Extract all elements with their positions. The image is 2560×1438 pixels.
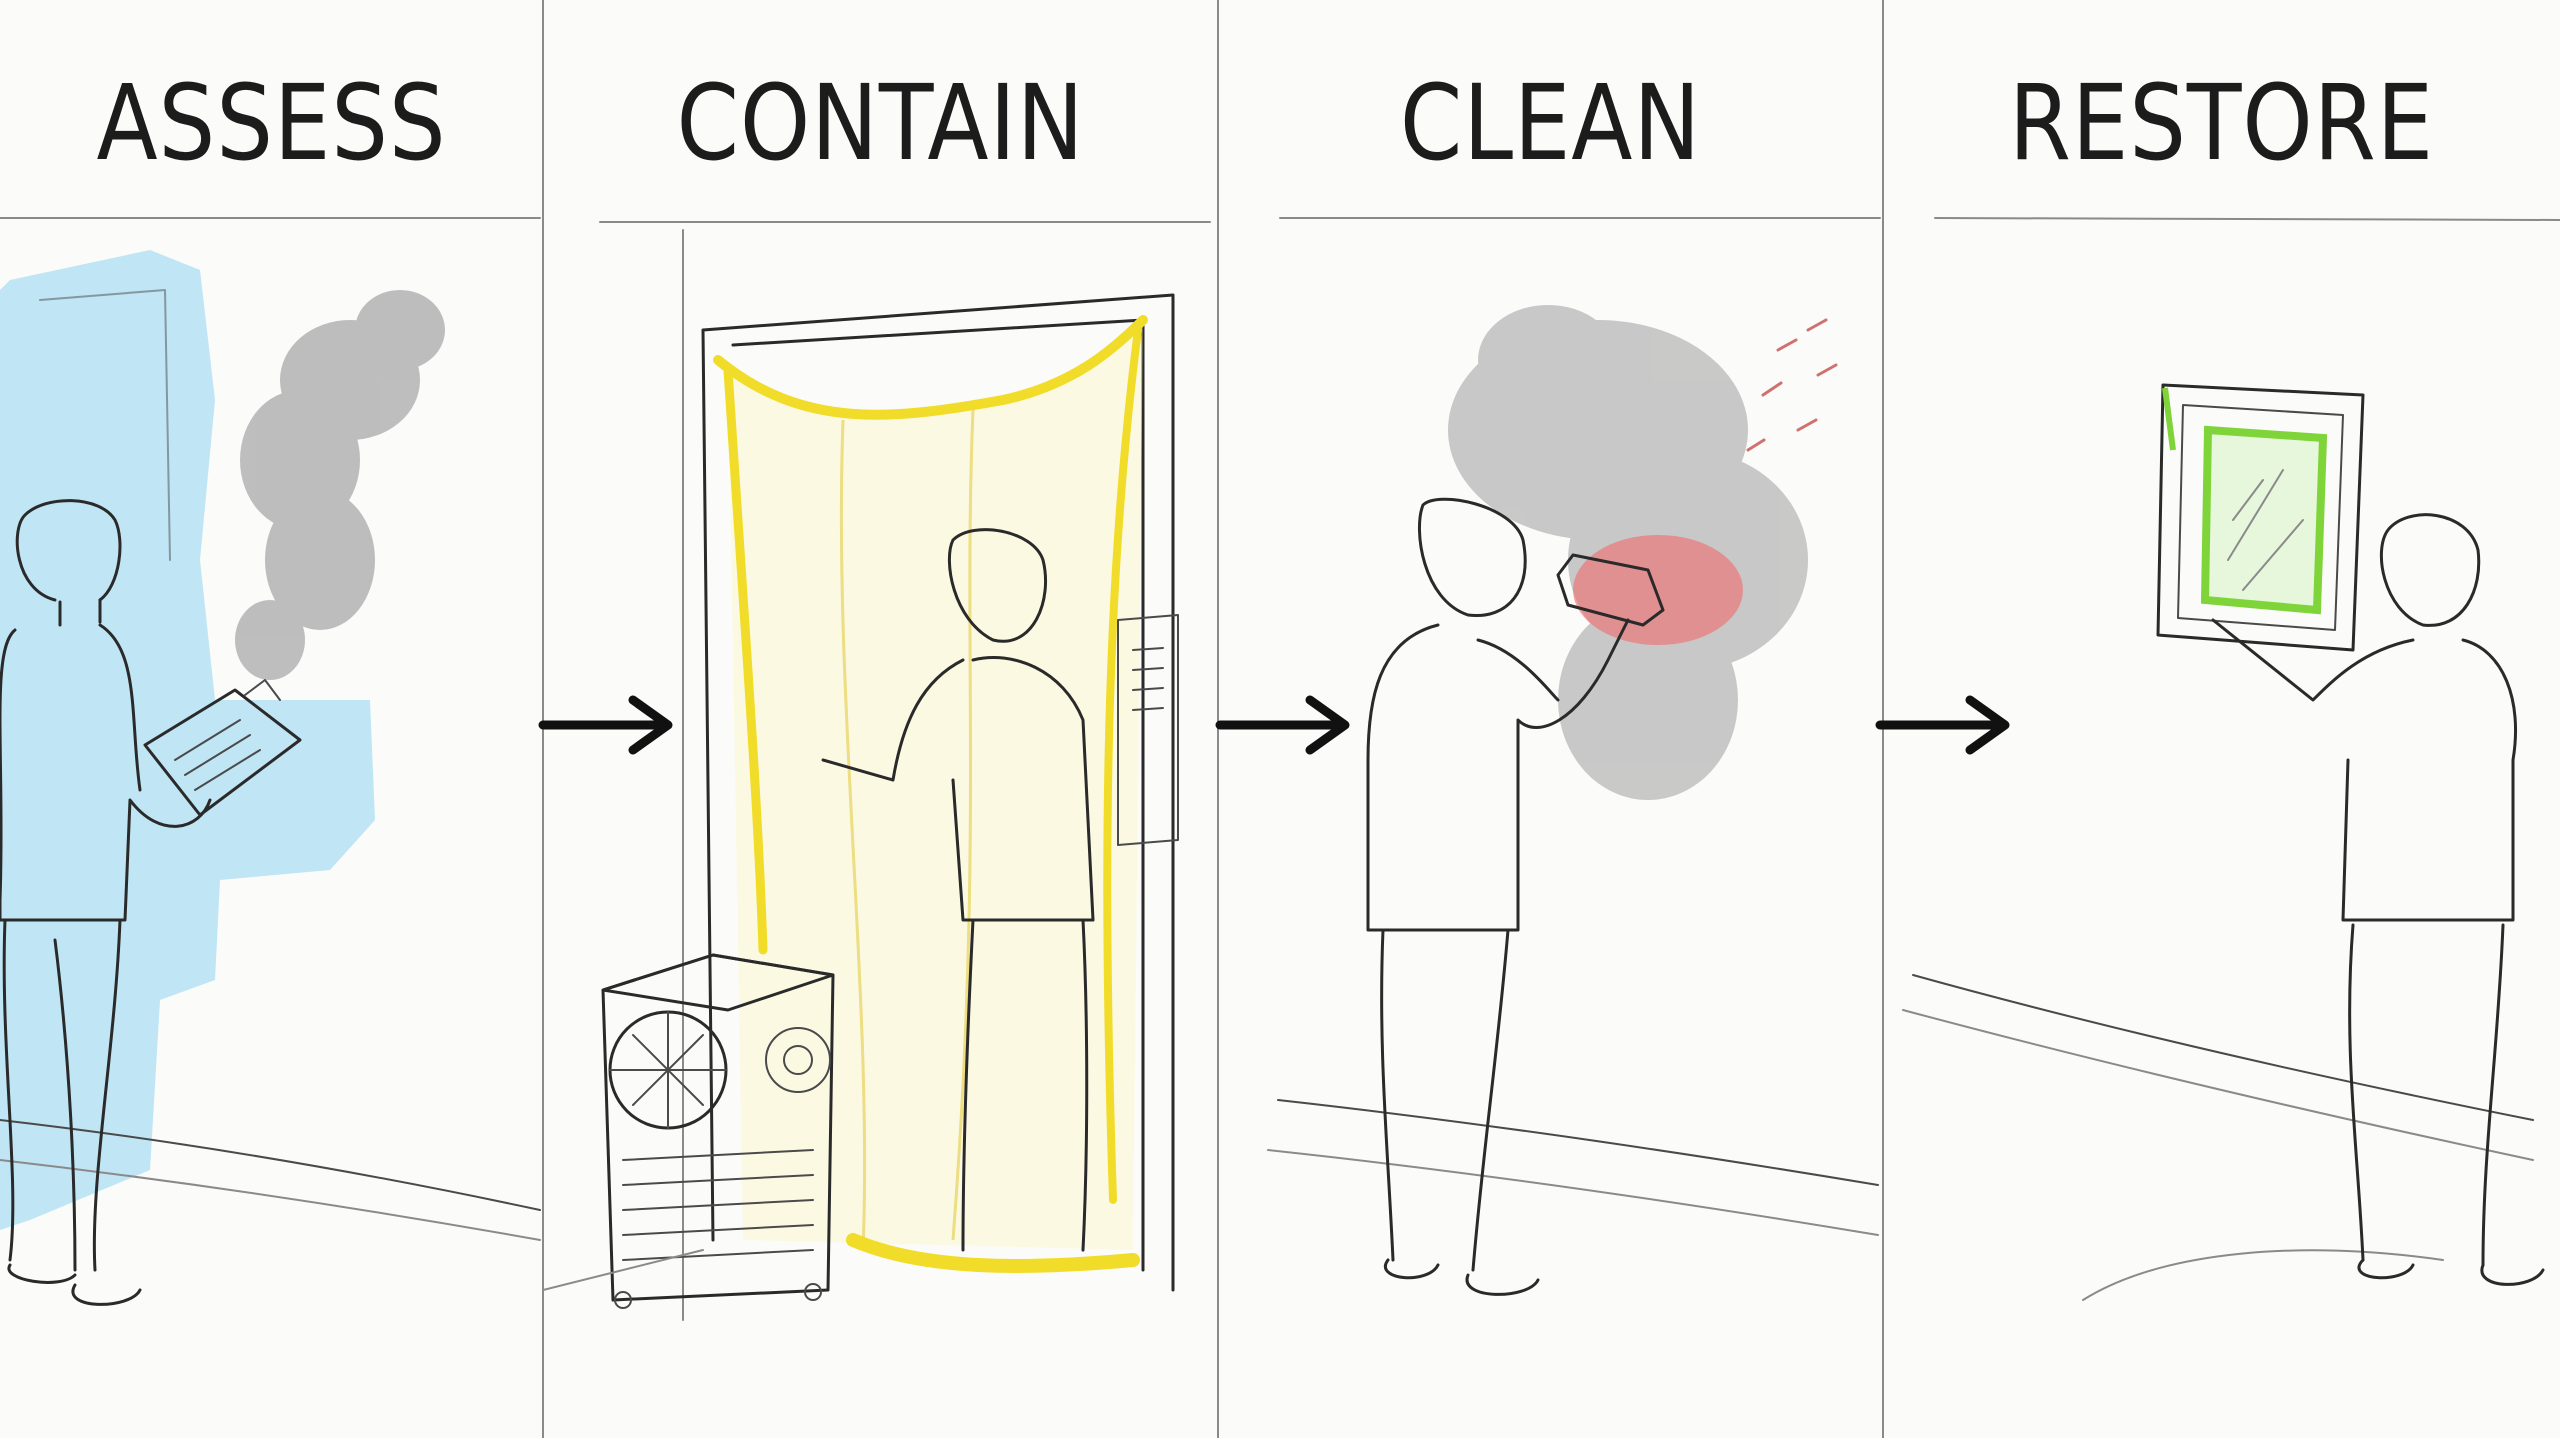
arrow-right-icon (538, 695, 673, 755)
arrow-right-icon (1215, 695, 1350, 755)
inspector-figure (0, 499, 212, 1306)
panel-clean: CLEAN (1218, 0, 1883, 1438)
clipboard-icon (143, 679, 302, 817)
picture-frame-icon (2156, 383, 2365, 652)
step-title-restore: RESTORE (2008, 62, 2435, 184)
containment-sheet (713, 315, 1148, 1273)
assess-scene (0, 250, 541, 1306)
panel-assess: ASSESS (0, 0, 543, 1438)
panel-restore: RESTORE (1883, 0, 2560, 1438)
panel-contain: CONTAIN (543, 0, 1218, 1438)
spray-bottle-icon (1556, 553, 1665, 627)
step-title-clean: CLEAN (1399, 62, 1702, 184)
arrow-right-icon (1875, 695, 2010, 755)
restore-scene (1902, 383, 2545, 1301)
worker-figure (821, 528, 1095, 1252)
air-scrubber-icon (601, 953, 835, 1309)
treated-spot (1573, 535, 1743, 645)
step-title-assess: ASSESS (96, 62, 447, 184)
cleaner-figure (1366, 497, 1630, 1296)
step-title-contain: CONTAIN (676, 62, 1085, 184)
contain-scene (543, 229, 1179, 1321)
restorer-figure (2211, 513, 2545, 1286)
water-stain (0, 250, 375, 1230)
clean-scene (1267, 305, 1879, 1296)
mold-patch (235, 290, 445, 680)
